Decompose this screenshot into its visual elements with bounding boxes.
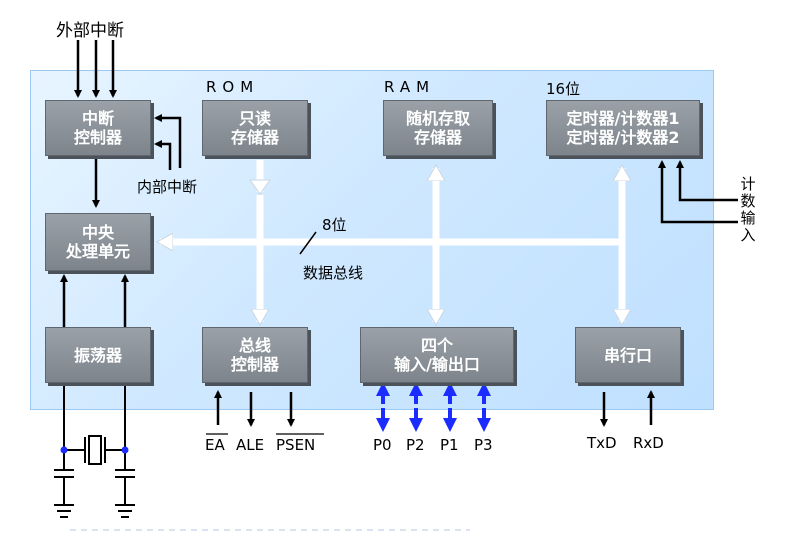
interrupt-controller-block: 中断 控制器: [45, 100, 151, 156]
io-ports-block: 四个 输入/输出口: [360, 327, 514, 383]
pin-txd: TxD: [587, 434, 617, 452]
external-interrupt-arrows: [74, 40, 117, 98]
oscillator-block: 振荡器: [45, 327, 151, 383]
pin-psen: PSEN: [276, 436, 316, 454]
count-input-arrows: [658, 160, 738, 224]
serial-port-block: 串行口: [575, 327, 681, 383]
pin-p3: P3: [474, 436, 493, 454]
ram-label: RAM: [384, 78, 436, 96]
pin-p1: P1: [440, 436, 459, 454]
rom-label: ROM: [206, 78, 260, 96]
data-bus-label: 数据总线: [303, 264, 364, 282]
crystal-circuit: [54, 386, 135, 518]
bus-controller-block: 总线 控制器: [202, 327, 308, 383]
bits8-label: 8位: [322, 216, 347, 234]
pin-p0: P0: [373, 436, 392, 454]
internal-interrupt-arrows: [154, 114, 182, 170]
external-interrupt-label: 外部中断: [56, 21, 124, 41]
port-arrows: [376, 382, 491, 432]
ram-block: 随机存取 存储器: [383, 100, 493, 156]
internal-interrupt-label: 内部中断: [137, 178, 198, 196]
pin-p2: P2: [406, 436, 425, 454]
data-bus-lines: [160, 160, 622, 322]
pin-ea: EA: [205, 436, 225, 454]
pin-rxd: RxD: [633, 434, 664, 452]
timer-counter-block: 定时器/计数器1 定时器/计数器2: [546, 100, 700, 156]
cpu-block: 中央 处理单元: [45, 213, 151, 271]
count-input-label: 计 数 输 入: [740, 175, 756, 244]
pin-ale: ALE: [236, 436, 265, 454]
bits16-label: 16位: [546, 80, 581, 98]
rom-block: 只读 存储器: [202, 100, 308, 156]
